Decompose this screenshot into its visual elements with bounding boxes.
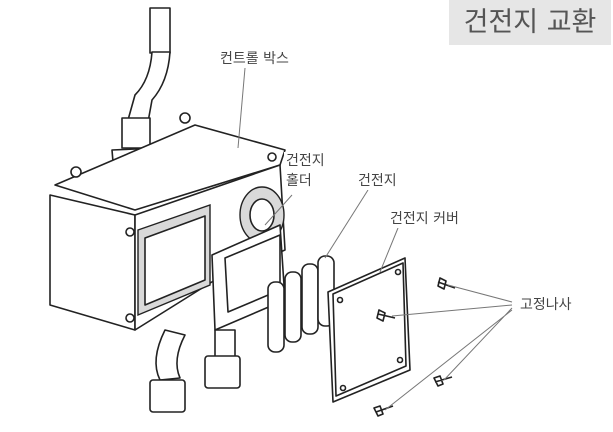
battery-cover — [327, 257, 411, 403]
label-battery-holder-line1: 건전지 — [284, 152, 327, 170]
bottom-pipes — [149, 329, 241, 413]
leader-lines — [237, 67, 513, 411]
battery-holder — [211, 224, 286, 331]
page-title: 건전지 교환 — [449, 0, 611, 45]
fixing-screws — [373, 277, 456, 417]
label-battery-cover: 건전지 커버 — [388, 210, 461, 228]
label-battery: 건전지 — [356, 172, 399, 190]
label-battery-holder-line2: 홀더 — [284, 172, 314, 190]
label-fixing-screw: 고정나사 — [518, 296, 574, 314]
label-control-box: 컨트롤 박스 — [218, 50, 291, 68]
